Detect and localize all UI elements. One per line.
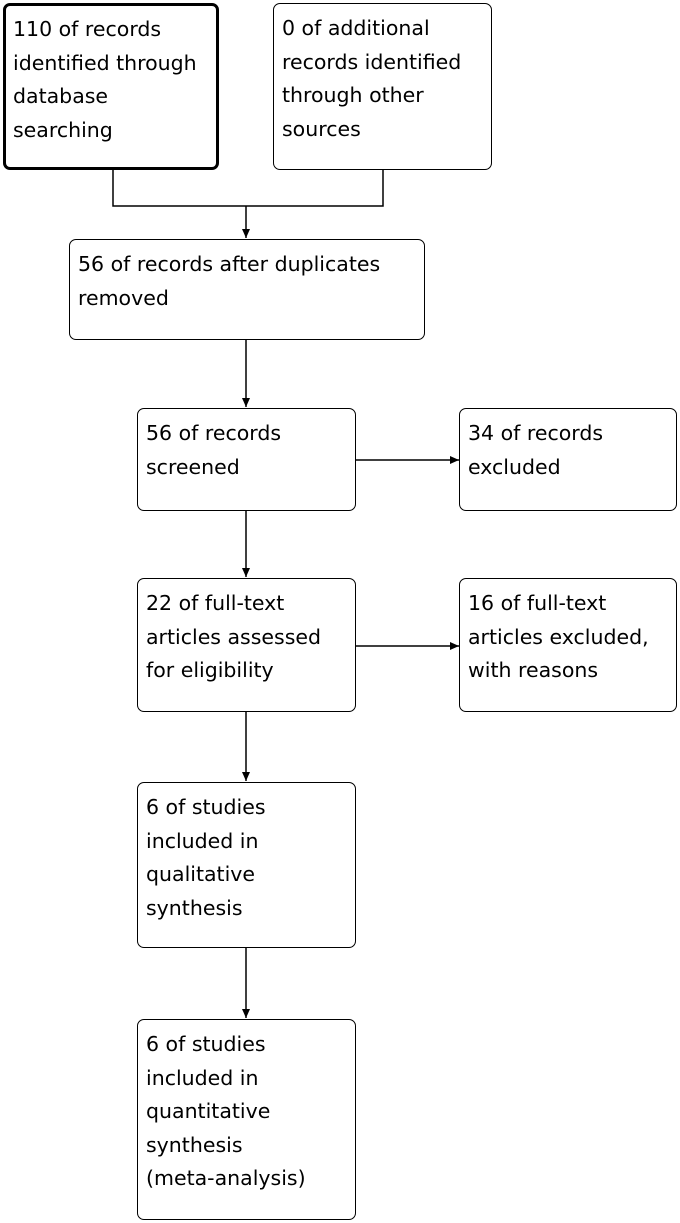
- node-excluded: 34 of records excluded: [459, 408, 677, 511]
- node-fulltext-assessed: 22 of full-text articles assessed for el…: [137, 578, 356, 712]
- node-identified-database: 110 of records identified through databa…: [3, 3, 219, 170]
- node-after-duplicates: 56 of records after duplicates removed: [69, 239, 425, 340]
- node-identified-other: 0 of additional records identified throu…: [273, 3, 492, 170]
- node-fulltext-excluded: 16 of full-text articles excluded, with …: [459, 578, 677, 712]
- node-screened: 56 of records screened: [137, 408, 356, 511]
- edge-identified-other-to-after-duplicates: [246, 170, 384, 207]
- node-qualitative: 6 of studies included in qualitative syn…: [137, 782, 356, 948]
- node-quantitative: 6 of studies included in quantitative sy…: [137, 1019, 356, 1220]
- edge-identified-database-to-after-duplicates: [112, 170, 246, 207]
